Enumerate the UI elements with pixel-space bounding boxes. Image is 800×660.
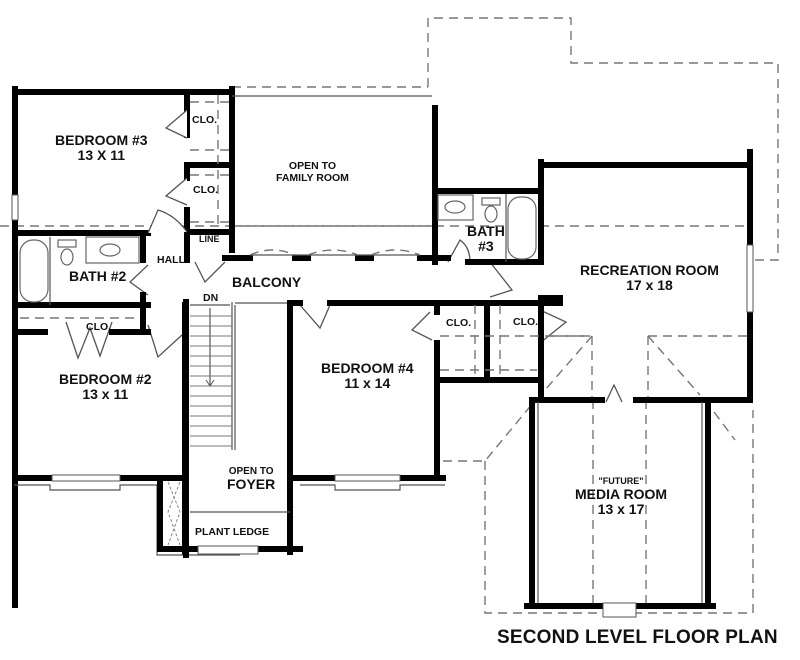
foyer-line: FOYER — [227, 476, 276, 492]
room-label-bath-3: BATH #3 — [467, 223, 505, 255]
open-to-line: OPEN TO — [288, 160, 336, 172]
room-dimensions: 11 x 14 — [344, 375, 391, 392]
future-note: "FUTURE" — [598, 476, 644, 486]
closet-label: CLO. — [192, 114, 218, 126]
stairs — [157, 299, 303, 558]
plant-ledge-label: PLANT LEDGE — [195, 526, 270, 538]
closet-shelves — [20, 95, 232, 319]
media-room-walls — [524, 397, 716, 618]
closet-label: CLO. — [513, 316, 539, 328]
room-number: #3 — [478, 238, 494, 255]
room-label-media-room: "FUTURE" MEDIA ROOM 13 x 17 — [575, 476, 668, 518]
room-label-bedroom-3: BEDROOM #3 13 X 11 — [55, 132, 148, 164]
doors — [65, 109, 623, 403]
room-dimensions: 13 x 11 — [82, 386, 129, 403]
bath-3 — [432, 159, 544, 265]
room-name: MEDIA ROOM — [575, 485, 668, 502]
open-to-line: OPEN TO — [228, 466, 274, 477]
bedroom-2-walls — [12, 302, 240, 556]
balcony-label: BALCONY — [232, 274, 302, 290]
room-label-bedroom-4: BEDROOM #4 11 x 14 — [321, 360, 414, 392]
room-label-open-to-family-room: OPEN TO FAMILY ROOM — [276, 160, 349, 184]
closet-label: CLO. — [86, 321, 112, 333]
room-label-open-to-foyer: OPEN TO FOYER — [227, 466, 275, 492]
room-label-bath-2: BATH #2 — [69, 268, 127, 284]
room-label-bedroom-2: BEDROOM #2 13 x 11 — [59, 371, 152, 403]
room-name: BEDROOM #2 — [59, 371, 152, 387]
linen-label: LINE — [199, 234, 220, 244]
room-name: RECREATION ROOM — [580, 262, 719, 278]
room-dimensions: 13 X 11 — [77, 147, 126, 164]
stairs-down-label: DN — [203, 292, 219, 304]
bedroom-4-walls — [287, 300, 587, 491]
family-room-opening — [222, 95, 451, 265]
roof-outline-dashed — [0, 17, 779, 614]
room-name: BEDROOM #4 — [321, 360, 414, 376]
bath-2 — [12, 230, 151, 333]
hall-label: HALL — [157, 254, 185, 266]
plan-title: SECOND LEVEL FLOOR PLAN — [497, 627, 778, 648]
family-room-line: FAMILY ROOM — [276, 171, 349, 184]
room-name: BATH — [467, 223, 505, 239]
room-dimensions: 17 x 18 — [626, 277, 673, 294]
room-name: BEDROOM #3 — [55, 132, 148, 148]
room-dimensions: 13 x 17 — [597, 501, 645, 518]
closet-label: CLO. — [446, 317, 472, 329]
room-label-recreation-room: RECREATION ROOM 17 x 18 — [580, 262, 719, 294]
closet-label: CLO. — [193, 184, 219, 196]
